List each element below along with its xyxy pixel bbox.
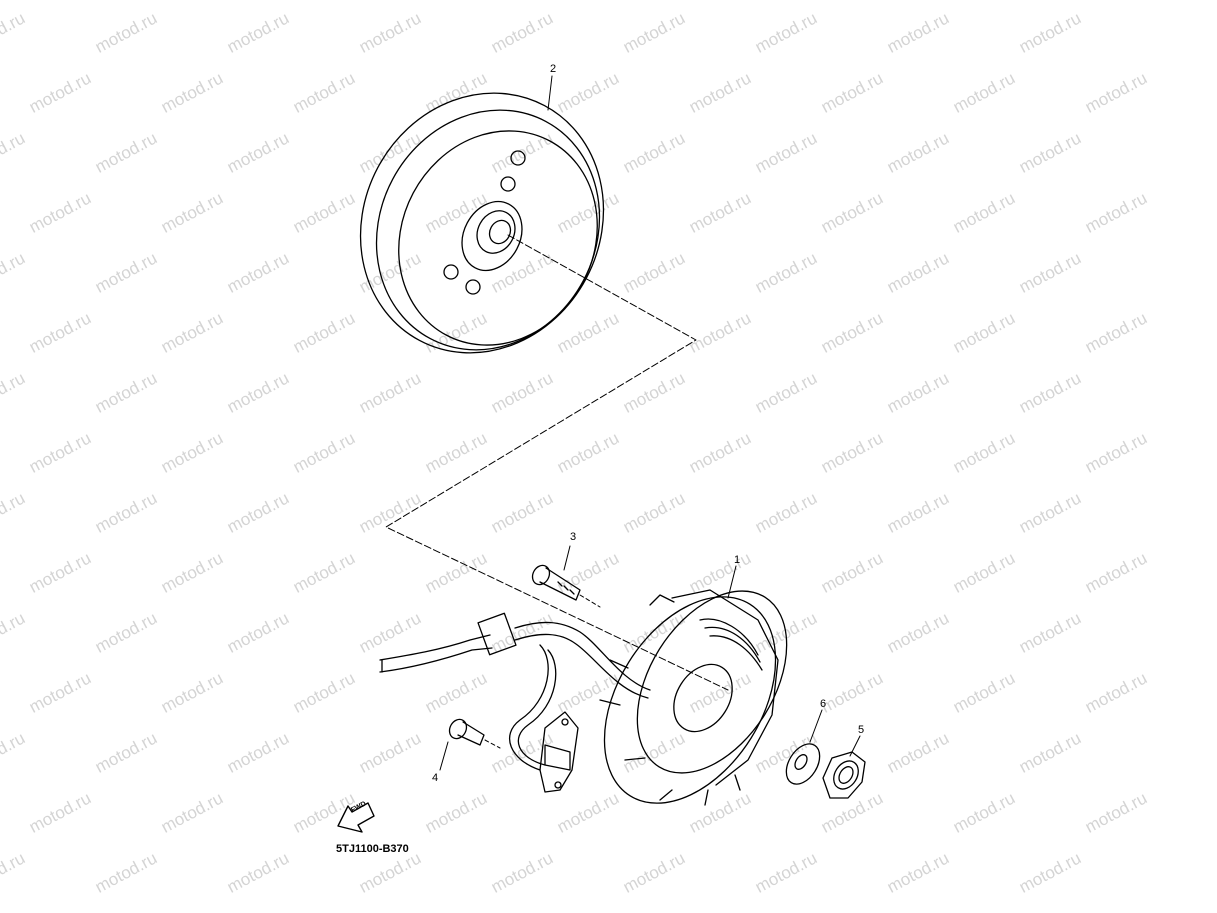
assembly-line <box>385 234 729 691</box>
rotor-flywheel <box>359 92 605 354</box>
callout-3: 3 <box>570 531 577 543</box>
callout-5: 5 <box>858 724 865 736</box>
wiring-harness <box>379 612 651 771</box>
leader-lines <box>439 75 861 771</box>
stator <box>599 589 788 806</box>
callout-4: 4 <box>432 772 439 784</box>
diagram-code: 5TJ1100-B370 <box>336 843 409 855</box>
bolt-lower <box>448 718 501 749</box>
callout-6: 6 <box>820 698 827 710</box>
pickup-coil <box>539 711 579 793</box>
fwd-arrow-icon <box>337 802 375 833</box>
callout-1: 1 <box>734 554 741 566</box>
callout-2: 2 <box>550 63 557 75</box>
bolt-upper <box>531 564 601 608</box>
nut <box>822 751 866 799</box>
washer <box>785 743 821 785</box>
